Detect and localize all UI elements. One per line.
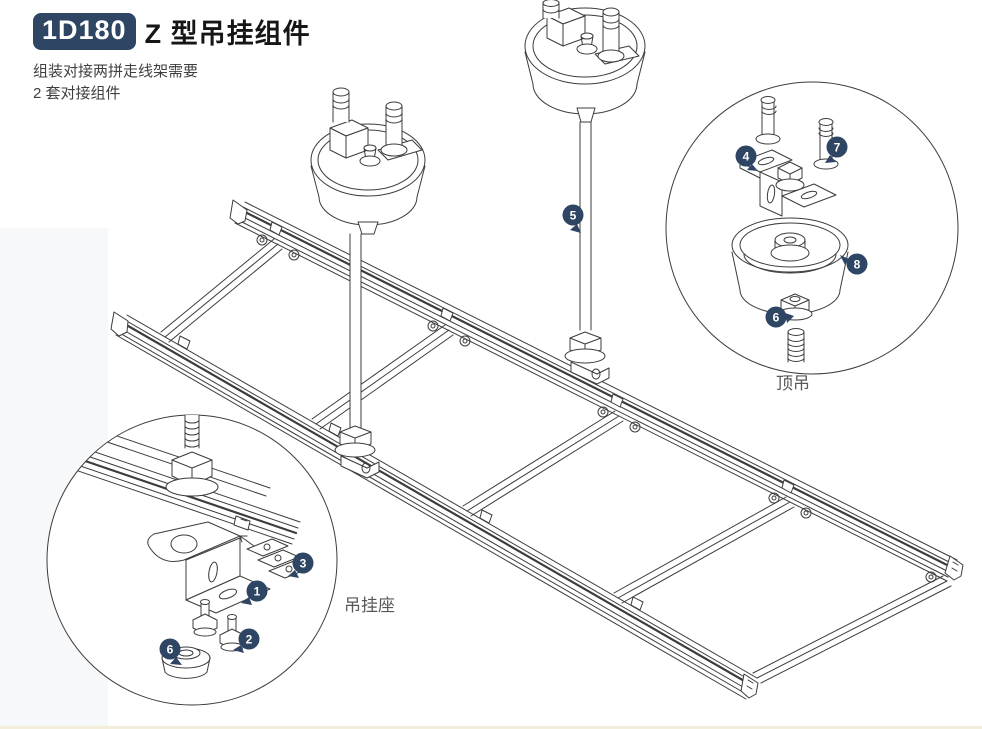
subtitle: 组装对接两拼走线架需要 2 套对接组件 <box>33 61 311 105</box>
rod-base-hardware-left <box>334 425 380 479</box>
svg-text:7: 7 <box>834 141 841 155</box>
subtitle-line-2: 2 套对接组件 <box>33 85 121 102</box>
end-rung <box>752 575 952 684</box>
page-bottom-strip <box>0 726 982 729</box>
hanger-rod-left <box>334 233 380 479</box>
svg-text:4: 4 <box>743 150 750 164</box>
part-badge-8: 8 <box>840 253 868 275</box>
svg-text:3: 3 <box>300 557 307 571</box>
part-badge-4: 4 <box>735 145 758 171</box>
part-badge-2: 2 <box>233 628 260 653</box>
hanger-rod-right <box>564 121 610 385</box>
detail-stud-and-nut <box>165 415 219 497</box>
label-top-mount: 顶吊 <box>776 374 810 393</box>
near-rail-end-cap-left <box>110 311 129 337</box>
part-flange-bolts-2 <box>192 599 245 652</box>
cup-studs-left <box>329 87 423 167</box>
part-threaded-stud <box>787 328 805 363</box>
near-rail-end-cap-right <box>740 673 759 699</box>
subtitle-line-1: 组装对接两拼走线架需要 <box>33 63 199 80</box>
svg-text:6: 6 <box>167 643 174 657</box>
svg-text:2: 2 <box>246 633 253 647</box>
svg-text:1: 1 <box>254 585 261 599</box>
part-cup-8 <box>731 217 849 315</box>
header: 1D180 Z 型吊挂组件 组装对接两拼走线架需要 2 套对接组件 <box>33 12 311 105</box>
callout-top-mount: 4 7 8 6 顶吊 <box>665 81 959 393</box>
cup-studs-right <box>542 0 640 65</box>
part-bolt-upper-left <box>755 96 781 145</box>
rung <box>311 324 454 430</box>
label-hanger-seat: 吊挂座 <box>344 596 395 615</box>
svg-text:6: 6 <box>773 311 780 325</box>
svg-text:8: 8 <box>854 258 861 272</box>
ceiling-cup-left <box>310 87 426 235</box>
insert-arrow <box>239 535 255 547</box>
page-title: Z 型吊挂组件 <box>144 19 311 49</box>
product-code-badge: 1D180 <box>33 13 136 50</box>
far-rail-end-cap-right <box>944 555 964 581</box>
part-badge-6-seat: 6 <box>159 638 182 665</box>
part-badge-3: 3 <box>288 552 314 578</box>
rung <box>613 496 795 604</box>
far-rail-end-cap-left <box>229 199 248 225</box>
title-row: 1D180 Z 型吊挂组件 <box>33 12 311 51</box>
svg-text:5: 5 <box>570 209 577 223</box>
part-badge-1: 1 <box>241 580 268 605</box>
part-z-bracket-4 <box>739 149 837 217</box>
near-rail <box>110 311 759 700</box>
rung <box>160 238 283 343</box>
part-badge-6-top: 6 <box>765 306 794 328</box>
part-badge-5: 5 <box>562 204 584 233</box>
callout-hanger-seat: 1 2 3 6 吊挂座 <box>46 414 395 706</box>
ceiling-cup-right <box>524 0 646 123</box>
corner-gusset <box>177 221 937 611</box>
part-badge-7: 7 <box>825 136 848 163</box>
rung <box>462 410 624 517</box>
rod-base-hardware-right <box>564 331 610 385</box>
